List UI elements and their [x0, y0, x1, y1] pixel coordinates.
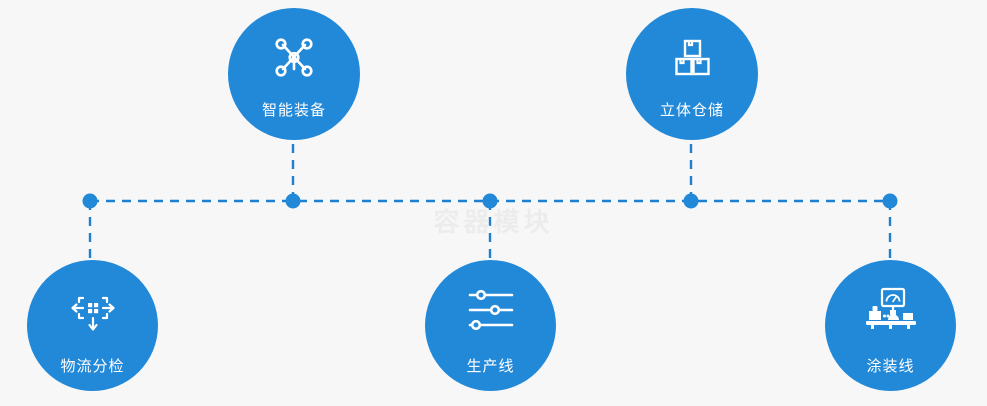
node-liticangchu[interactable]: 立体仓储	[626, 8, 758, 140]
network-nodes-icon	[270, 34, 318, 82]
junction-dot-right-end[interactable]	[882, 193, 898, 209]
junction-dot-center[interactable]	[482, 193, 498, 209]
node-tuzhuangxian[interactable]: 涂装线	[825, 260, 956, 391]
node-label-zhinengzhuangbei: 智能装备	[261, 102, 326, 119]
paint-line-machine-icon	[863, 287, 919, 333]
junction-dot-left-end[interactable]	[82, 193, 98, 209]
sorting-arrows-icon	[67, 285, 119, 337]
stacked-boxes-icon	[668, 34, 716, 82]
node-wuliufenjian[interactable]: 物流分检	[27, 260, 158, 391]
junction-dot-zhinengzhuangbei[interactable]	[285, 193, 301, 209]
node-zhinengzhuangbei[interactable]: 智能装备	[228, 8, 360, 140]
node-label-liticangchu: 立体仓储	[659, 102, 724, 119]
node-shengchanxian[interactable]: 生产线	[425, 260, 556, 391]
node-label-wuliufenjian: 物流分检	[60, 358, 125, 375]
node-label-tuzhuangxian: 涂装线	[866, 358, 915, 375]
node-label-shengchanxian: 生产线	[466, 358, 515, 375]
sliders-icon	[465, 287, 517, 333]
junction-dot-liticangchu[interactable]	[683, 193, 699, 209]
